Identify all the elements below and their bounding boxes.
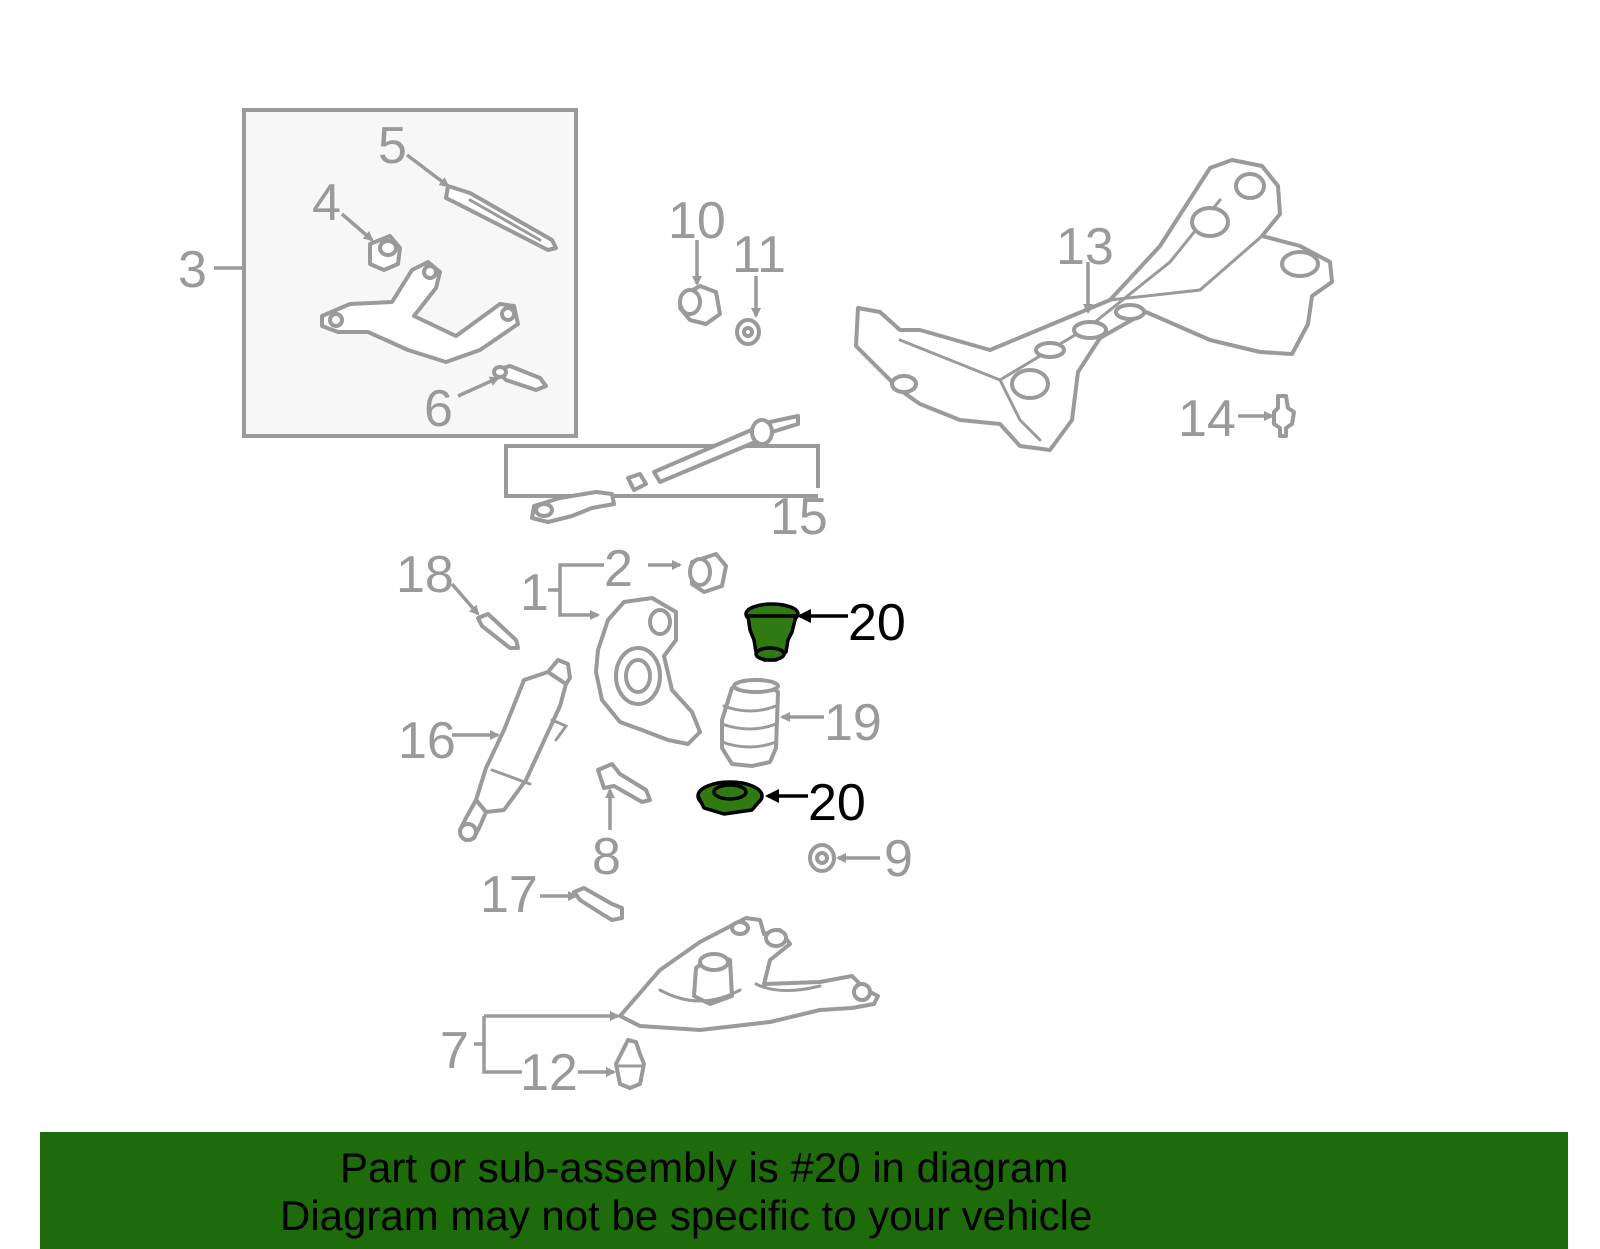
callout-4: 4 bbox=[312, 174, 341, 232]
callout-17: 17 bbox=[480, 866, 538, 924]
part-9-washer bbox=[808, 843, 880, 873]
callout-13: 13 bbox=[1056, 218, 1114, 276]
upper-control-arm bbox=[320, 260, 520, 364]
part-1-knuckle bbox=[594, 596, 702, 746]
callout-19: 19 bbox=[824, 694, 882, 752]
callout-12: 12 bbox=[520, 1044, 578, 1102]
callout-10: 10 bbox=[668, 192, 726, 250]
part-16-shock-absorber bbox=[452, 658, 572, 842]
callout-20-upper: 20 bbox=[848, 594, 906, 652]
part-17-bolt bbox=[540, 886, 624, 922]
callout-9: 9 bbox=[884, 830, 913, 888]
callout-7: 7 bbox=[440, 1022, 469, 1080]
part-7-bracket bbox=[474, 1011, 620, 1077]
callout-20-lower: 20 bbox=[808, 774, 866, 832]
part-2-bushing bbox=[648, 552, 728, 594]
part-12-ball-joint bbox=[614, 1038, 646, 1090]
part-5-link-rod bbox=[444, 184, 558, 252]
part-20-upper-bumper-highlighted bbox=[744, 602, 848, 662]
tie-rod-group bbox=[504, 414, 820, 524]
callout-18: 18 bbox=[396, 546, 454, 604]
callout-5: 5 bbox=[378, 117, 407, 175]
part-10-bushing bbox=[678, 240, 722, 326]
callout-6: 6 bbox=[424, 380, 453, 438]
part-11-washer bbox=[735, 276, 761, 346]
callout-1: 1 bbox=[520, 564, 549, 622]
banner-line-1: Part or sub-assembly is #20 in diagram bbox=[340, 1144, 1069, 1191]
notice-banner: Part or sub-assembly is #20 in diagram D… bbox=[40, 1132, 1568, 1249]
banner-line-2: Diagram may not be specific to your vehi… bbox=[280, 1192, 1093, 1239]
suspension-parts-diagram: 3 4 5 6 10 11 13 14 15 18 1 2 20 19 16 2… bbox=[178, 108, 1334, 1102]
part-1-knuckle-bracket bbox=[548, 563, 604, 620]
callout-14: 14 bbox=[1178, 390, 1236, 448]
callout-16: 16 bbox=[398, 712, 456, 770]
callout-8: 8 bbox=[592, 828, 621, 886]
part-18-sensor bbox=[450, 582, 520, 650]
part-19-dust-boot bbox=[720, 678, 824, 768]
callout-2: 2 bbox=[604, 540, 633, 598]
part-14-stud bbox=[1238, 394, 1296, 438]
part-20-lower-seat-highlighted bbox=[696, 780, 808, 816]
callout-15: 15 bbox=[770, 488, 828, 546]
part-8-bolt bbox=[596, 762, 652, 830]
part-6-bolt bbox=[492, 364, 548, 392]
callout-11: 11 bbox=[732, 226, 786, 284]
upper-control-arm-group bbox=[214, 108, 578, 438]
part-7-lower-control-arm bbox=[618, 916, 880, 1032]
callout-3: 3 bbox=[178, 241, 207, 299]
part-4-bushing bbox=[368, 234, 402, 272]
part-13-subframe bbox=[854, 158, 1334, 452]
